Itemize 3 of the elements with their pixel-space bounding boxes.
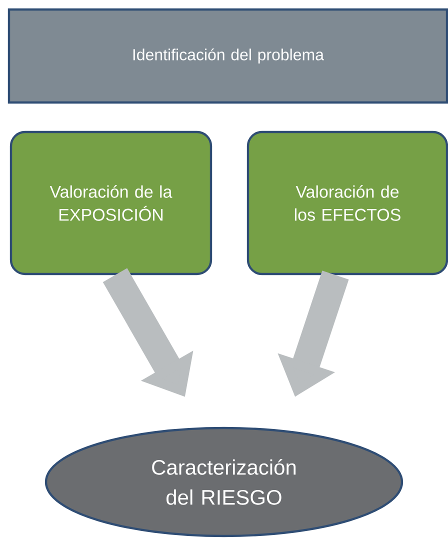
title-box: Identificación del problema [8,8,448,104]
process-box: Valoración de la EXPOSICIÓN [10,130,212,276]
process-box: Valoración de los EFECTOS [246,130,448,276]
